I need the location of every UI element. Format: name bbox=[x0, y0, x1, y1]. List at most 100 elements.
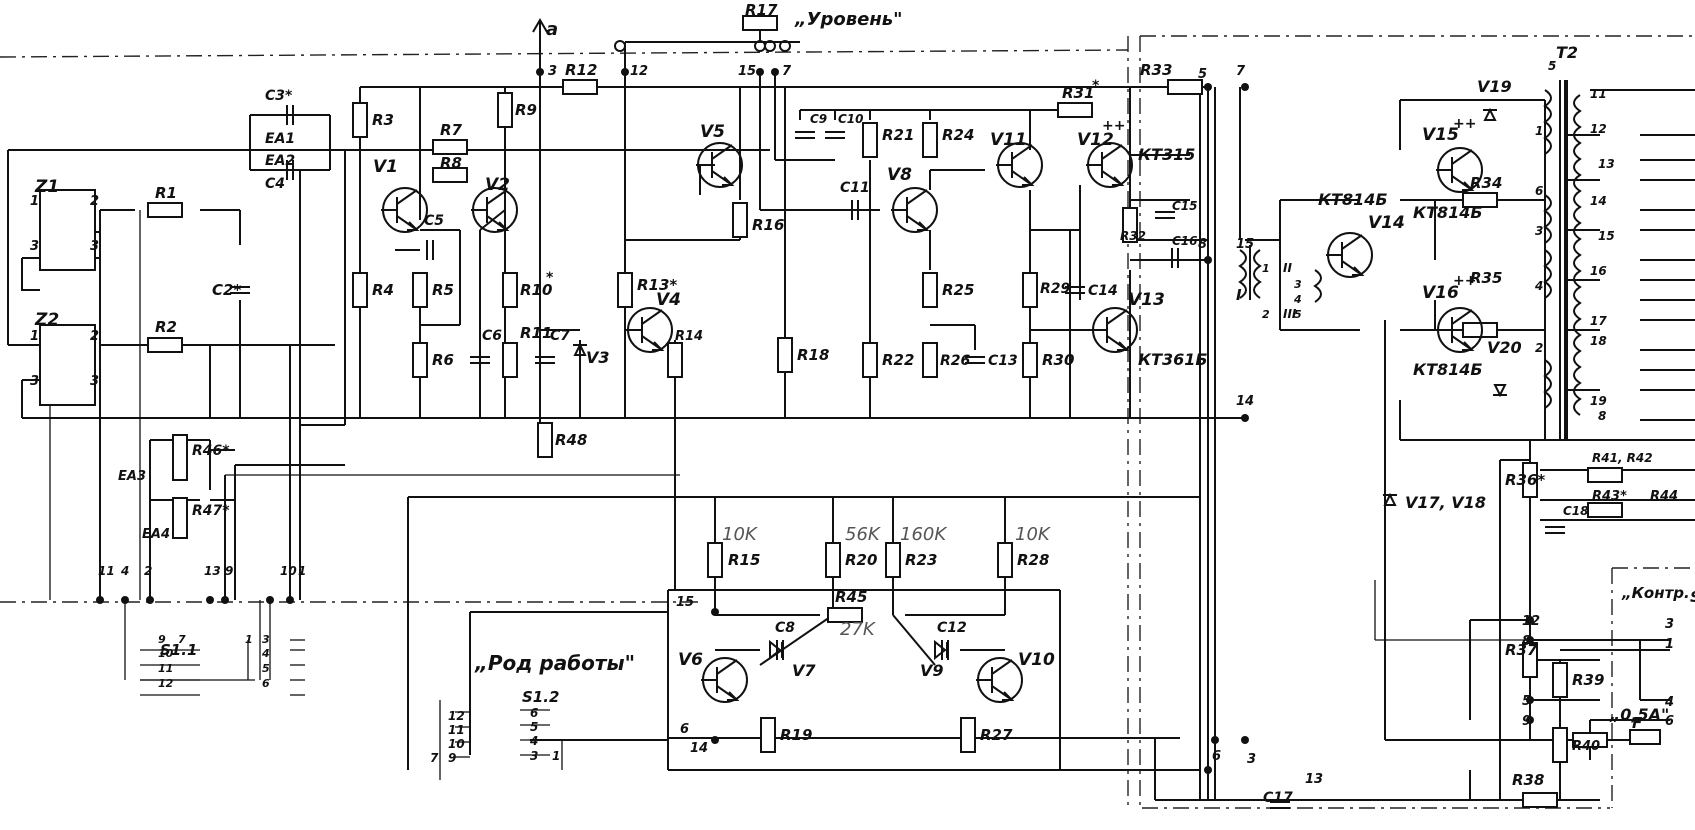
r23-value-note: 160K bbox=[900, 524, 947, 545]
resistor-r29-label: R29 bbox=[1040, 281, 1071, 297]
winding-i-label: I bbox=[1236, 286, 1242, 304]
resistor-r22-label: R22 bbox=[882, 351, 914, 369]
pin-label: 15 bbox=[676, 595, 694, 610]
labels: a „Уровень" „Род работы" „Контр. пи. „0,… bbox=[30, 1, 1695, 806]
resistor-r11-label: R11 bbox=[520, 324, 552, 342]
pin-label: 6 bbox=[530, 706, 538, 720]
capacitor-c2-label: C2* bbox=[212, 281, 241, 299]
pin-label: 2 bbox=[90, 329, 99, 344]
pin-label: 9 bbox=[225, 564, 233, 578]
capacitor-c11-label: C11 bbox=[840, 180, 870, 196]
pin-label: 15 bbox=[1598, 229, 1615, 243]
pin-label: 14 bbox=[690, 741, 708, 756]
diode-v17-v18-label: V17, V18 bbox=[1405, 493, 1486, 512]
pin-label: 5 bbox=[1294, 308, 1302, 321]
pin-label: 13 bbox=[204, 564, 221, 578]
pin-label: 6 bbox=[262, 677, 270, 690]
resistor-r25-label: R25 bbox=[942, 281, 974, 299]
resistor-r37-label: R37 bbox=[1505, 641, 1538, 659]
signal-a-label: a bbox=[546, 19, 558, 40]
pin-label: 1 bbox=[30, 329, 39, 344]
switch-contacts bbox=[140, 640, 563, 780]
transistor-v5-label: V5 bbox=[700, 122, 725, 142]
pin-label: 8 bbox=[1522, 634, 1531, 649]
pin-label: 6 bbox=[1212, 749, 1221, 764]
pin-label: 8 bbox=[1598, 409, 1606, 423]
resistor-r19-label: R19 bbox=[780, 726, 812, 744]
fuse-f-label: F bbox=[1632, 714, 1643, 732]
resistor-r28-label: R28 bbox=[1017, 551, 1049, 569]
pin-label: 16 bbox=[1590, 264, 1607, 278]
pin-label: 11 bbox=[98, 564, 115, 578]
pin-label: 15 bbox=[1236, 237, 1254, 252]
mode-label: „Род работы" bbox=[474, 651, 635, 675]
transistor-v14-label: V14 bbox=[1368, 213, 1405, 233]
fuse-rating-label: „0,5А" bbox=[1609, 705, 1669, 724]
resistor-r31-mark: * bbox=[1092, 78, 1100, 94]
transistor-v12-label: V12 bbox=[1077, 130, 1114, 150]
pin-label: 11 bbox=[158, 662, 173, 675]
transistor-v16-label: V16 bbox=[1422, 283, 1459, 303]
capacitor-c5-label: C5 bbox=[424, 213, 444, 229]
transistor-v13-label: V13 bbox=[1128, 290, 1165, 310]
pin-label: 12 bbox=[448, 709, 465, 723]
pin-label: 3 bbox=[530, 749, 538, 763]
resistor-r20-label: R20 bbox=[845, 551, 877, 569]
resistor-r3-label: R3 bbox=[372, 111, 394, 129]
resistor-r4-label: R4 bbox=[372, 281, 394, 299]
resistor-r7-label: R7 bbox=[440, 121, 463, 139]
resistor-r44-label: R44 bbox=[1650, 489, 1678, 504]
block-ea1-label: EA1 bbox=[265, 131, 295, 147]
pin-label: 2 bbox=[144, 564, 152, 578]
resistor-r24-label: R24 bbox=[942, 126, 974, 144]
resistor-r8-label: R8 bbox=[440, 154, 462, 172]
pin-label: 6 bbox=[1535, 184, 1543, 198]
pin-label: 1 bbox=[245, 633, 253, 646]
resistor-r9-label: R9 bbox=[515, 101, 537, 119]
resistor-r10-label: R10 bbox=[520, 281, 552, 299]
pin-label: 10 bbox=[280, 564, 297, 578]
block-ea3-label: EA3 bbox=[118, 469, 146, 484]
resistor-r31-label: R31 bbox=[1062, 84, 1094, 102]
pin-label: 8 bbox=[1198, 237, 1207, 252]
pin-label: 12 bbox=[158, 677, 174, 690]
pin-label: 14 bbox=[1236, 394, 1254, 409]
transistor-v15-label: V15 bbox=[1422, 125, 1459, 145]
resistor-r39-label: R39 bbox=[1572, 671, 1604, 689]
r15-value-note: 10K bbox=[722, 524, 758, 545]
r20-value-note: 56K bbox=[845, 524, 881, 545]
switch-s-label: S bbox=[1690, 588, 1695, 606]
block-z2-label: Z2 bbox=[34, 310, 59, 330]
pin-label: 5 bbox=[530, 720, 538, 734]
pin-label: 4 bbox=[261, 647, 270, 660]
resistor-r18-label: R18 bbox=[797, 346, 829, 364]
capacitor-c15-label: C15 bbox=[1172, 199, 1198, 213]
wiring bbox=[7, 41, 1695, 801]
capacitor-c14-label: C14 bbox=[1088, 283, 1118, 299]
pin-label: 3 bbox=[1294, 278, 1302, 291]
pin-label: 7 bbox=[178, 633, 186, 646]
resistor-r17-label: R17 bbox=[745, 1, 778, 19]
resistor-r14-label: R14 bbox=[675, 329, 703, 344]
transistor-v4-label: V4 bbox=[656, 290, 681, 310]
junction-dots bbox=[96, 68, 1534, 774]
transistor-v1-label: V1 bbox=[373, 157, 398, 177]
capacitor-c16-label: C16 bbox=[1172, 234, 1198, 248]
pin-label: 3 bbox=[1247, 752, 1256, 767]
winding-ii-label: II bbox=[1283, 261, 1292, 275]
resistor-r41-r42-label: R41, R42 bbox=[1592, 451, 1653, 465]
pin-label: 1 bbox=[30, 194, 39, 209]
transistor-v12-mark: ++ bbox=[1102, 118, 1125, 134]
transformer-symbols bbox=[1238, 80, 1661, 745]
resistor-r27-label: R27 bbox=[980, 726, 1013, 744]
transistor-v11-label: V11 bbox=[990, 130, 1027, 150]
pin-label: 9 bbox=[1522, 714, 1531, 729]
resistor-r15-label: R15 bbox=[728, 551, 760, 569]
resistor-r33-label: R33 bbox=[1140, 61, 1172, 79]
capacitor-c12-label: C12 bbox=[937, 620, 967, 636]
transistor-v15-mark: ++ bbox=[1453, 116, 1476, 132]
pin-label: 5 bbox=[1548, 59, 1556, 73]
capacitor-c7-label: C7 bbox=[550, 328, 570, 344]
resistor-r47-label: R47* bbox=[192, 503, 230, 519]
